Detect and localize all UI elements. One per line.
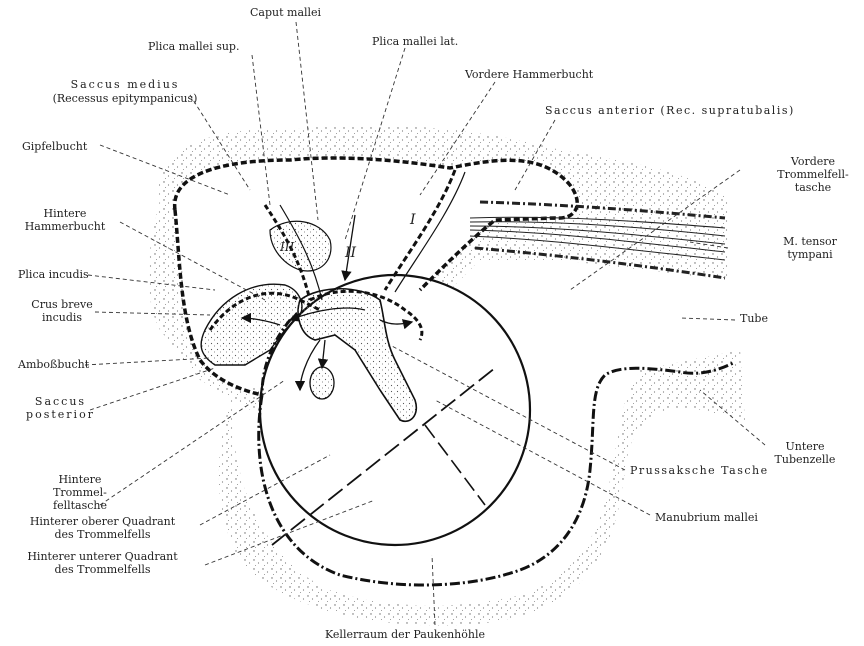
label-manubrium-mallei: Manubrium mallei: [655, 511, 758, 524]
label-crus-line2: incudis: [22, 311, 102, 324]
label-huq-line1: Hinterer unterer Quadrant: [5, 550, 200, 563]
label-htft-line1: Hintere: [40, 473, 120, 486]
label-saccus-posterior: Saccus posterior: [18, 395, 103, 421]
label-hinterer-unterer-quadrant: Hinterer unterer Quadrant des Trommelfel…: [5, 550, 200, 576]
label-vordere-trommelfelltasche: Vordere Trommelfell- tasche: [768, 155, 858, 194]
label-vordere-tft-line1: Vordere: [768, 155, 858, 168]
label-ambossbucht: Amboßbucht: [18, 358, 89, 371]
label-recessus-epitympanicus: (Recessus epitympanicus): [40, 92, 210, 105]
label-utz-line2: Tubenzelle: [760, 453, 850, 466]
ossicle-process: [310, 367, 334, 399]
label-utz-line1: Untere: [760, 440, 850, 453]
label-caput-mallei: Caput mallei: [250, 6, 321, 19]
label-htft-line3: felltasche: [40, 499, 120, 512]
label-htft-line2: Trommel-: [40, 486, 120, 499]
label-hhb-line1: Hintere: [15, 207, 115, 220]
label-saccus-medius-line1: Saccus medius: [40, 78, 210, 91]
label-crus-breve-incudis: Crus breve incudis: [22, 298, 102, 324]
label-plica-incudis: Plica incudis: [18, 268, 89, 281]
label-hhb-line2: Hammerbucht: [15, 220, 115, 233]
label-huq-line2: des Trommelfells: [5, 563, 200, 576]
label-tube: Tube: [740, 312, 768, 325]
label-vordere-tft-line2: Trommelfell-: [768, 168, 858, 181]
numeral-three: III: [280, 240, 294, 254]
label-saccus-anterior: Saccus anterior (Rec. supratubalis): [545, 104, 795, 117]
label-hinterer-oberer-quadrant: Hinterer oberer Quadrant des Trommelfell…: [5, 515, 200, 541]
label-sp-line1: Saccus: [18, 395, 103, 408]
label-hintere-hammerbucht: Hintere Hammerbucht: [15, 207, 115, 233]
label-m-tensor-tympani: M. tensor tympani: [760, 235, 860, 261]
label-hintere-trommelfelltasche: Hintere Trommel- felltasche: [40, 473, 120, 512]
label-hoq-line2: des Trommelfells: [5, 528, 200, 541]
label-tensor-line2: tympani: [760, 248, 860, 261]
label-gipfelbucht: Gipfelbucht: [22, 140, 87, 153]
numeral-two: II: [345, 245, 356, 261]
label-vordere-tft-line3: tasche: [768, 181, 858, 194]
label-sp-line2: posterior: [18, 408, 103, 421]
numeral-one: I: [410, 212, 416, 228]
label-prussaksche-tasche: Prussaksche Tasche: [630, 464, 769, 477]
label-plica-mallei-sup: Plica mallei sup.: [148, 40, 239, 53]
label-untere-tubenzelle: Untere Tubenzelle: [760, 440, 850, 466]
label-vordere-hammerbucht: Vordere Hammerbucht: [465, 68, 593, 81]
label-tensor-line1: M. tensor: [760, 235, 860, 248]
label-kellerraum: Kellerraum der Paukenhöhle: [325, 628, 485, 641]
label-hoq-line1: Hinterer oberer Quadrant: [5, 515, 200, 528]
label-saccus-medius: Saccus medius: [40, 78, 210, 91]
label-plica-mallei-lat: Plica mallei lat.: [372, 35, 458, 48]
label-crus-line1: Crus breve: [22, 298, 102, 311]
